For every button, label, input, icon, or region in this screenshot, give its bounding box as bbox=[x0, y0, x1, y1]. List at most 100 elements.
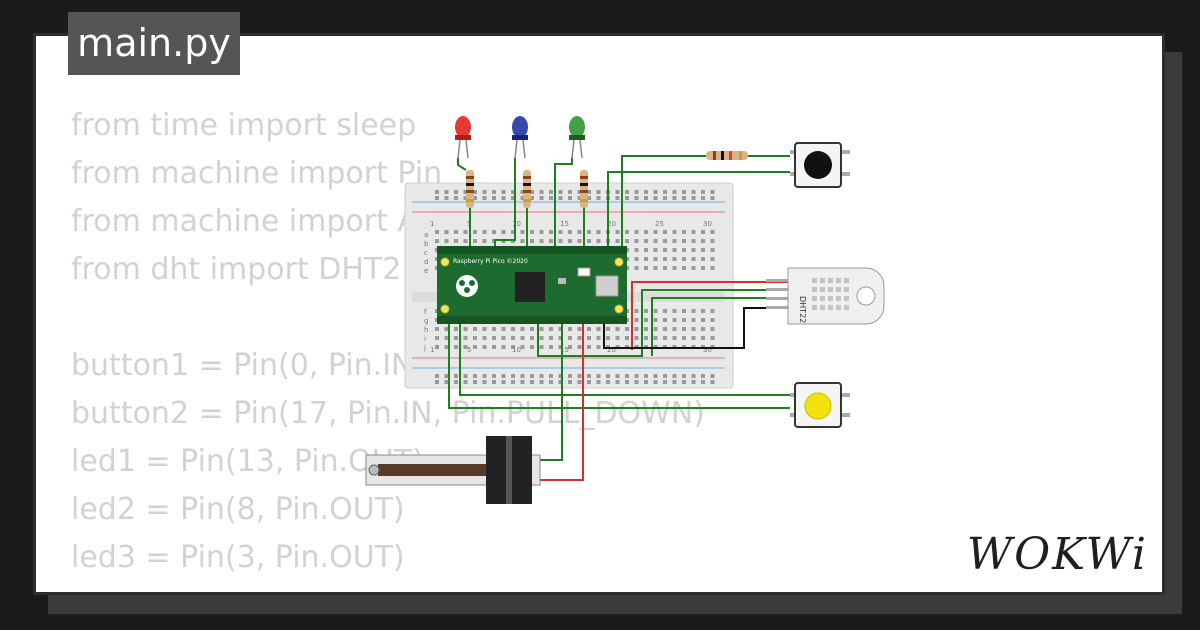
breadboard-hole bbox=[634, 190, 639, 194]
breadboard-hole bbox=[454, 327, 458, 331]
breadboard-hole bbox=[520, 196, 525, 200]
dht22-vent bbox=[828, 287, 833, 292]
breadboard-hole bbox=[492, 336, 496, 340]
pushbutton-yellow[interactable] bbox=[790, 382, 850, 428]
breadboard-hole bbox=[634, 248, 639, 252]
breadboard-hole bbox=[682, 239, 686, 243]
breadboard-hole bbox=[511, 336, 515, 340]
breadboard-hole bbox=[558, 327, 563, 331]
breadboard-hole bbox=[568, 380, 572, 384]
breadboard-hole bbox=[539, 374, 544, 378]
column-number: 15 bbox=[560, 220, 569, 228]
breadboard-hole bbox=[701, 309, 705, 313]
breadboard-hole bbox=[520, 380, 525, 384]
breadboard-hole bbox=[501, 345, 506, 349]
breadboard-hole bbox=[710, 190, 715, 194]
wires bbox=[448, 155, 790, 481]
dht22-sensor[interactable]: DHT22 bbox=[766, 267, 885, 325]
column-number: 1 bbox=[430, 220, 434, 228]
breadboard-hole bbox=[463, 196, 468, 200]
breadboard-hole bbox=[435, 230, 439, 234]
breadboard-hole bbox=[596, 374, 601, 378]
breadboard-hole bbox=[558, 380, 563, 384]
breadboard-hole bbox=[663, 257, 667, 261]
breadboard-hole bbox=[596, 196, 601, 200]
breadboard-hole bbox=[577, 374, 582, 378]
raspberry-pi-pico[interactable]: Raspberry Pi Pico ©2020 bbox=[437, 246, 627, 324]
breadboard-hole bbox=[587, 380, 591, 384]
breadboard-hole bbox=[701, 380, 705, 384]
breadboard-hole bbox=[644, 248, 648, 252]
rp2040-chip bbox=[515, 272, 545, 302]
breadboard-hole bbox=[701, 257, 705, 261]
breadboard-hole bbox=[444, 345, 449, 349]
led-red[interactable] bbox=[455, 116, 471, 159]
breadboard-hole bbox=[615, 239, 620, 243]
led-blue[interactable] bbox=[512, 116, 528, 159]
column-number: 20 bbox=[607, 346, 616, 354]
breadboard-hole bbox=[501, 327, 506, 331]
dht22-vent bbox=[812, 305, 817, 310]
breadboard-hole bbox=[511, 374, 515, 378]
row-letter: i bbox=[424, 335, 426, 343]
breadboard-hole bbox=[672, 374, 677, 378]
breadboard-hole bbox=[634, 239, 639, 243]
breadboard-hole bbox=[577, 196, 582, 200]
breadboard-hole bbox=[644, 374, 648, 378]
breadboard-hole bbox=[482, 336, 487, 340]
led-green[interactable] bbox=[569, 116, 585, 159]
breadboard-hole bbox=[463, 230, 468, 234]
dht22-vent bbox=[836, 278, 841, 283]
breadboard-hole bbox=[682, 257, 686, 261]
column-number: 1 bbox=[430, 346, 434, 354]
breadboard-hole bbox=[454, 239, 458, 243]
breadboard-hole bbox=[463, 374, 468, 378]
breadboard-hole bbox=[435, 196, 439, 200]
breadboard-hole bbox=[653, 239, 658, 243]
breadboard-hole bbox=[691, 374, 696, 378]
breadboard-hole bbox=[663, 230, 667, 234]
wire-green bbox=[459, 324, 790, 396]
breadboard-hole bbox=[435, 345, 439, 349]
slide-potentiometer[interactable] bbox=[365, 436, 541, 504]
dht22-vent bbox=[844, 296, 849, 301]
breadboard-hole bbox=[473, 374, 477, 378]
file-tab[interactable]: main.py bbox=[68, 12, 240, 75]
pushbutton-black[interactable] bbox=[790, 142, 850, 188]
breadboard-hole bbox=[682, 380, 686, 384]
breadboard-hole bbox=[644, 196, 648, 200]
breadboard-hole bbox=[691, 196, 696, 200]
breadboard-hole bbox=[444, 196, 449, 200]
breadboard-hole bbox=[463, 336, 468, 340]
breadboard-hole bbox=[454, 230, 458, 234]
row-letters: a b c d e f g h i j bbox=[423, 231, 429, 352]
breadboard-hole bbox=[710, 239, 715, 243]
breadboard-hole bbox=[663, 336, 667, 340]
breadboard-hole bbox=[568, 230, 572, 234]
column-number: 5 bbox=[467, 346, 471, 354]
breadboard-hole bbox=[596, 190, 601, 194]
breadboard-hole bbox=[672, 257, 677, 261]
pico-label: Raspberry Pi Pico ©2020 bbox=[453, 258, 528, 265]
breadboard-hole bbox=[625, 239, 629, 243]
breadboard-hole bbox=[558, 345, 563, 349]
wire-green bbox=[540, 324, 563, 461]
breadboard-hole bbox=[473, 345, 477, 349]
breadboard-hole bbox=[492, 345, 496, 349]
breadboard-hole bbox=[444, 230, 449, 234]
breadboard-hole bbox=[663, 239, 667, 243]
breadboard-hole bbox=[530, 239, 534, 243]
wire-green bbox=[607, 171, 790, 246]
breadboard-hole bbox=[549, 239, 553, 243]
breadboard-hole bbox=[558, 239, 563, 243]
breadboard-hole bbox=[549, 336, 553, 340]
breadboard-hole bbox=[577, 345, 582, 349]
breadboard-hole bbox=[672, 318, 677, 322]
breadboard-hole bbox=[634, 336, 639, 340]
breadboard-hole bbox=[606, 327, 610, 331]
breadboard-hole bbox=[539, 190, 544, 194]
breadboard-hole bbox=[691, 230, 696, 234]
breadboard-hole bbox=[615, 374, 620, 378]
breadboard-hole bbox=[596, 239, 601, 243]
breadboard-hole bbox=[435, 239, 439, 243]
